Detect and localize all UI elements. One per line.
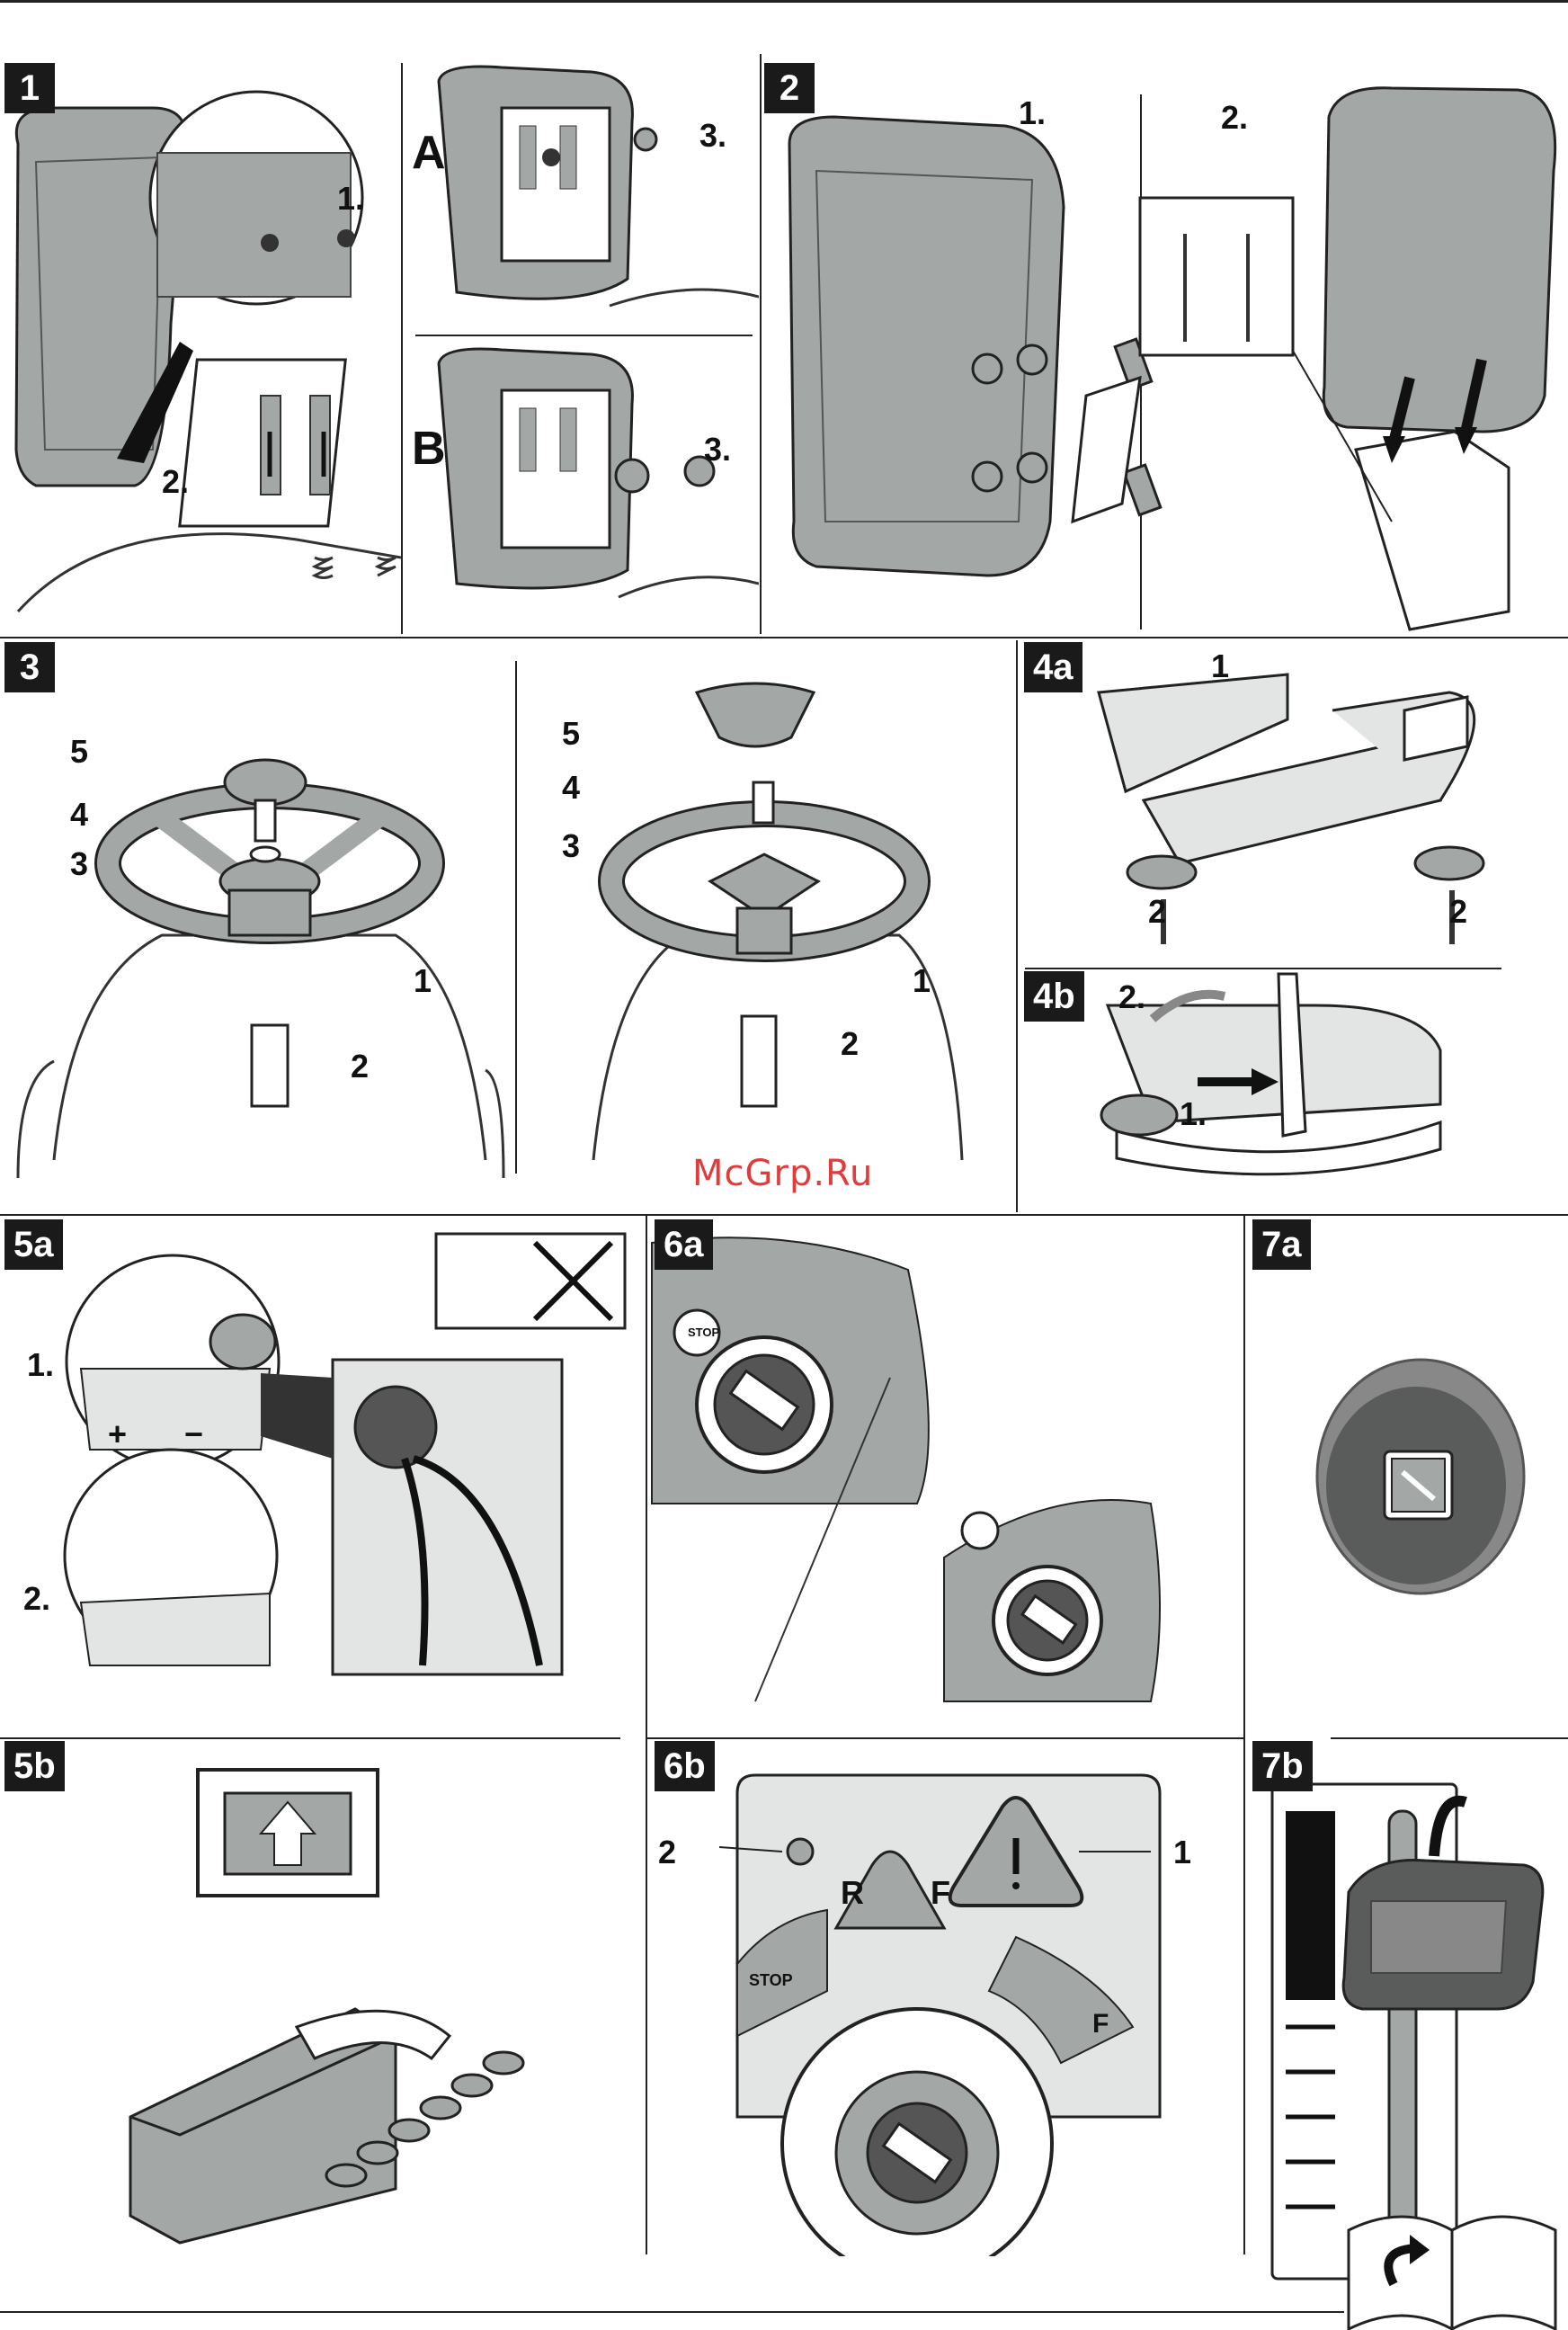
step-label: 3. [704,431,731,469]
step-label: 1. [1019,94,1046,132]
callout-label: 2 [658,1834,676,1871]
panel-4a-deck-mount: 4a 1 2 2 [1018,638,1568,968]
step-label: 1. [337,180,364,218]
parking-brake-button-icon [1245,1216,1568,1737]
panel-badge: 4b [1024,971,1084,1022]
gear-forward: F [931,1874,950,1912]
step-label: 2. [162,463,189,501]
callout-label: 1 [1211,647,1229,685]
panel-6a-ignition: 6a STOP [647,1216,1243,1737]
stop-symbol: STOP [688,1326,719,1339]
callout-label: 5 [562,715,580,753]
callout-label: 2 [1449,893,1467,931]
stop-symbol: STOP [749,1971,793,1990]
step-label: 2. [1118,978,1145,1016]
step-label: 1. [1180,1095,1207,1133]
bottom-rule [0,2311,1344,2313]
panel-3-steering-wheel: 3 5 4 3 1 2 5 4 3 1 2 [0,638,1016,1214]
panel-2-backrest: 2 1. 2. [762,54,1568,637]
panel-badge: 7a [1252,1219,1311,1270]
panel-badge: 1 [4,63,55,113]
watermark: McGrp.Ru [692,1153,873,1194]
callout-label: 2 [351,1048,369,1085]
callout-label: 1 [414,962,432,1000]
ignition-key-icon [647,1216,1243,1737]
panel-5a-battery-connect: 5a 1. 2. + − [0,1216,646,1737]
panel-1-seat-mount: 1 1. 2. [0,54,401,637]
panel-badge: 6b [655,1741,715,1791]
polarity-plus: + [108,1415,127,1453]
panel-1b-variant: B 3. [403,336,759,633]
callout-label: 3 [562,827,580,865]
callout-label: 1 [1173,1834,1191,1871]
callout-label: 1 [913,962,931,1000]
panel-1a-variant: A 3. [403,54,759,335]
panel-badge: 2 [764,63,815,113]
warning-triangle-icon [647,1739,1243,2256]
seat-icon [0,54,401,637]
steering-wheel-icon [0,638,1016,1214]
callout-label: 2 [841,1025,859,1063]
panel-7a-brake-button: 7a [1245,1216,1568,1737]
callout-label: 3 [70,845,88,883]
panel-5b-battery-caps: 5b [0,1739,646,2256]
callout-label: 4 [70,796,88,834]
polarity-minus: − [184,1415,203,1453]
gear-reverse: R [841,1874,864,1912]
gear-forward-2: F [1092,2009,1109,2040]
manual-book-icon [1340,2194,1568,2330]
callout-label: 4 [562,769,580,807]
top-rule [0,0,1568,3]
step-label: 2. [1221,99,1248,137]
callout-label: 2 [1148,893,1166,931]
panel-badge: 4a [1024,642,1082,692]
variant-label: A [412,126,446,180]
panel-badge: 5a [4,1219,63,1270]
step-label: 3. [699,117,726,155]
panel-6b-dashboard: 6b 2 1 R F STOP F [647,1739,1243,2256]
panel-badge: 6a [655,1219,713,1270]
col-divider-2 [760,54,762,634]
callout-label: 5 [70,733,88,771]
variant-label: B [412,422,446,476]
panel-badge: 5b [4,1741,65,1791]
battery-icon [0,1216,646,1737]
panel-4b-deck-lock: 4b 2. 1. [1018,969,1568,1214]
panel-badge: 7b [1252,1741,1313,1791]
step-label: 1. [27,1346,54,1384]
step-label: 2. [23,1580,50,1618]
panel-badge: 3 [4,642,55,692]
